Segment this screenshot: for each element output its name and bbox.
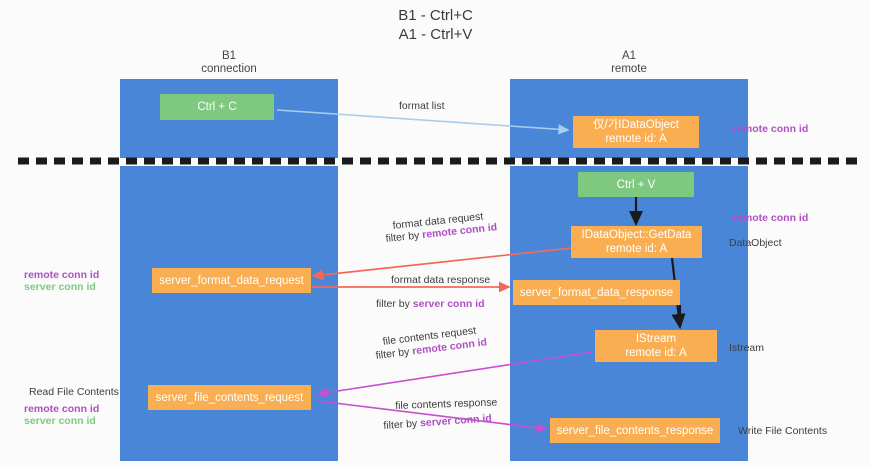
annotation-left-remote-conn-id-2: remote conn id [24,403,100,415]
filter-prefix-4: filter by [383,417,421,432]
node-idataobject[interactable]: 仅/가IDataObject remote id: A [573,116,699,148]
edge-label-format-data-response: format data response [391,274,491,286]
node-ctrl-v-label: Ctrl + V [616,178,656,191]
lane-header-a1-name: A1 [621,50,637,62]
title-line-2: A1 - Ctrl+V [398,26,473,43]
node-server-file-contents-response[interactable]: server_file_contents_response [550,418,720,443]
node-server-file-contents-request-label: server_file_contents_request [155,391,304,404]
edge-label-format-list: format list [399,100,445,112]
node-getdata[interactable]: IDataObject::GetData remote id: A [571,226,702,258]
node-server-format-data-request-label: server_format_data_request [159,274,304,287]
filter-key-server-conn-id-2: server conn id [419,412,493,430]
node-server-file-contents-response-label: server_file_contents_response [556,424,714,437]
diagram-title: B1 - Ctrl+C A1 - Ctrl+V [0,6,871,44]
lane-header-a1-role: remote [611,63,647,75]
filter-prefix-1: filter by [385,229,423,245]
annotation-dataobject: DataObject [729,237,782,249]
annotation-left-server-conn-id-1: server conn id [24,281,96,293]
annotation-read-file-contents: Read File Contents [29,386,119,398]
node-ctrl-c[interactable]: Ctrl + C [160,94,274,120]
node-istream-line2: remote id: A [625,347,687,359]
node-server-file-contents-request[interactable]: server_file_contents_request [148,385,311,410]
filter-prefix-2: filter by [376,298,413,310]
node-istream[interactable]: IStream remote id: A [595,330,717,362]
node-istream-line1: IStream [635,333,677,345]
title-line-1: B1 - Ctrl+C [398,7,473,24]
node-ctrl-c-label: Ctrl + C [197,101,237,113]
lane-header-b1-name: B1 [221,50,237,62]
node-server-format-data-response-label: server_format_data_response [519,286,674,299]
node-getdata-line1: IDataObject::GetData [581,229,692,241]
edge-label-file-contents-response: file contents response [395,396,498,412]
lane-b1-bottom [120,166,338,461]
filter-prefix-3: filter by [375,345,413,362]
lane-header-b1-role: connection [201,63,257,75]
node-ctrl-v[interactable]: Ctrl + V [578,172,694,197]
node-server-format-data-response[interactable]: server_format_data_response [513,280,680,305]
lane-header-b1: B1 connection [120,50,338,76]
node-server-format-data-request[interactable]: server_format_data_request [152,268,311,293]
annotation-left-server-conn-id-2: server conn id [24,415,96,427]
annotation-write-file-contents: Write File Contents [738,425,828,437]
edge-label-format-data-response-filter: filter by server conn id [376,298,485,311]
edge-label-file-contents-response-filter: filter by server conn id [383,412,492,433]
filter-key-server-conn-id-1: server conn id [412,298,485,310]
annotation-remote-conn-id-mid: remote conn id [733,212,809,224]
annotation-remote-conn-id-top: remote conn id [733,123,809,135]
lane-header-a1: A1 remote [510,50,748,76]
node-idataobject-line1: 仅/가IDataObject [593,119,679,131]
node-idataobject-line2: remote id: A [605,133,667,145]
annotation-left-remote-conn-id-1: remote conn id [24,269,100,281]
lane-a1-bottom [510,166,748,461]
annotation-istream: Istream [729,342,765,354]
node-getdata-line2: remote id: A [605,243,668,255]
